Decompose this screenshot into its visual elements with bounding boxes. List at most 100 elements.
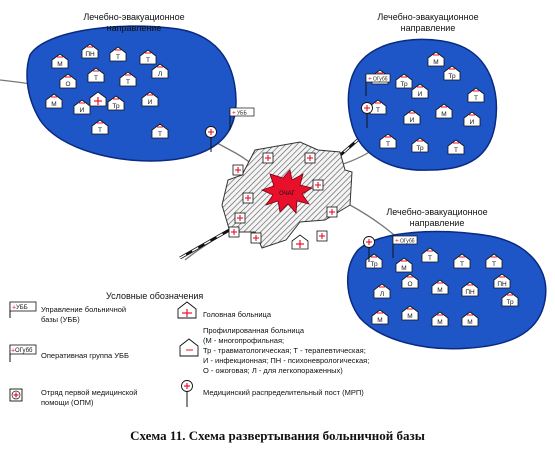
hospital-tent-2: Т (109, 46, 127, 62)
svg-text:М: М (433, 59, 438, 66)
hospital-tent-33: О (401, 273, 419, 289)
first-aid-squads (228, 152, 338, 244)
mrp-post-top (361, 102, 373, 128)
legend-prof-line2: (М - многопрофильная; (203, 336, 284, 345)
svg-text:+: + (368, 76, 372, 83)
svg-text:М: М (437, 319, 442, 326)
legend-opm-line2: помощи (ОПМ) (41, 398, 94, 407)
zone-title-top-right-line2: направление (401, 23, 456, 33)
mrp-post-bottom (363, 236, 375, 262)
hospital-tent-41: Тр (501, 291, 519, 307)
evac-zone-left (26, 25, 237, 162)
svg-text:М: М (437, 287, 442, 294)
svg-text:Л: Л (380, 291, 384, 298)
svg-text:Тр: Тр (400, 81, 408, 88)
svg-text:Т: Т (376, 107, 380, 114)
figure-caption: Схема 11. Схема развертывания больничной… (130, 428, 425, 443)
legend-og-icon: ОГубб + (9, 344, 37, 362)
svg-text:М: М (377, 317, 382, 324)
svg-text:М: М (57, 61, 62, 68)
svg-text:Т: Т (386, 141, 390, 148)
svg-text:+: + (232, 110, 236, 117)
head-hospital-left (89, 91, 107, 107)
svg-text:УББ: УББ (237, 110, 247, 116)
hospital-tent-15: Тр (395, 73, 413, 89)
first-aid-squad-8 (262, 152, 274, 164)
legend-head-hospital: Головная больница (203, 310, 272, 319)
svg-text:М: М (51, 101, 56, 108)
svg-text:О: О (407, 281, 412, 288)
flag-ogubb-bottom: +ОГубб (392, 235, 418, 258)
svg-text:И: И (410, 117, 415, 124)
hospital-tent-40: М (461, 311, 479, 327)
hospital-tent-19: Т (467, 87, 485, 103)
first-aid-squad-3 (228, 226, 240, 238)
svg-text:О: О (65, 81, 70, 88)
focus-label: ОЧАГ (279, 191, 296, 197)
command-flags: +УББ+ОГубб+ОГубб (205, 73, 418, 262)
hospital-tent-5: Т (87, 67, 105, 83)
hospital-tent-17: Тр (443, 65, 461, 81)
zone-titles: Лечебно-эвакуационное направление Лечебн… (83, 12, 487, 228)
hospital-tent-29: Т (421, 247, 439, 263)
svg-text:М: М (467, 319, 472, 326)
hospital-tent-37: М (371, 309, 389, 325)
legend-mrp: Медицинский распределительный пост (МРП) (203, 388, 364, 397)
hospital-tent-7: Л (151, 63, 169, 79)
hospital-tent-6: Т (119, 71, 137, 87)
hospital-tent-4: О (59, 73, 77, 89)
svg-text:ПН: ПН (497, 281, 507, 288)
hospital-tent-32: Л (373, 283, 391, 299)
svg-text:Т: Т (94, 75, 98, 82)
svg-text:+: + (11, 348, 15, 355)
legend-opm-line1: Отряд первой медицинской (41, 388, 137, 397)
svg-text:Т: Т (492, 261, 496, 268)
hospital-tent-11: И (141, 91, 159, 107)
svg-text:М: М (441, 111, 446, 118)
hospital-tent-39: М (431, 311, 449, 327)
zone-title-top-right-line1: Лечебно-эвакуационное (377, 12, 478, 22)
svg-text:УББ: УББ (16, 305, 28, 311)
svg-text:Т: Т (146, 57, 150, 64)
svg-text:Тр: Тр (370, 261, 378, 268)
hospital-tent-30: Т (453, 253, 471, 269)
zone-title-bottom-right-line1: Лечебно-эвакуационное (386, 207, 487, 217)
flag-ubb: +УББ (229, 107, 255, 130)
svg-text:Тр: Тр (112, 103, 120, 110)
hospital-tent-9: И (73, 99, 91, 115)
svg-text:И: И (80, 107, 85, 114)
svg-text:Т: Т (158, 131, 162, 138)
first-aid-squad-1 (234, 212, 246, 224)
svg-text:Л: Л (158, 71, 162, 78)
svg-text:Т: Т (454, 147, 458, 154)
first-aid-squad-2 (242, 192, 254, 204)
svg-text:Т: Т (98, 127, 102, 134)
svg-text:И: И (470, 119, 475, 126)
legend-title: Условные обозначения (106, 291, 203, 301)
zone-title-left-line1: Лечебно-эвакуационное (83, 12, 184, 22)
legend-og-group: Оперативная группа УББ (41, 351, 129, 360)
flag-ogubb-top: +ОГубб (365, 73, 391, 96)
hospital-tent-8: М (45, 93, 63, 109)
legend-ubb-icon: УББ + (9, 301, 37, 318)
svg-text:+: + (12, 305, 16, 312)
hospital-tent-24: Т (379, 133, 397, 149)
legend-mrp-icon (181, 380, 193, 407)
svg-text:И: И (418, 91, 423, 98)
hospital-tent-22: М (435, 103, 453, 119)
svg-text:И: И (148, 99, 153, 106)
svg-text:ПН: ПН (85, 51, 95, 58)
first-aid-squad-7 (316, 230, 328, 242)
hospital-tent-3: Т (139, 49, 157, 65)
hospital-markers: МПНТТОТТЛМИТрИТТТТрМТрИТТИМИТТрТТрМТТТЛО… (45, 43, 519, 327)
svg-text:М: М (407, 313, 412, 320)
hospital-tent-31: Т (485, 253, 503, 269)
hospital-tent-34: М (431, 279, 449, 295)
legend-prof-line4: И - инфекционная; ПН - психоневрологичес… (203, 356, 369, 365)
hospital-tent-36: ПН (493, 273, 511, 289)
legend-prof-line1: Профилированная больница (203, 326, 305, 335)
svg-text:Тр: Тр (506, 299, 514, 306)
hospital-tent-23: И (463, 111, 481, 127)
svg-text:Т: Т (428, 255, 432, 262)
